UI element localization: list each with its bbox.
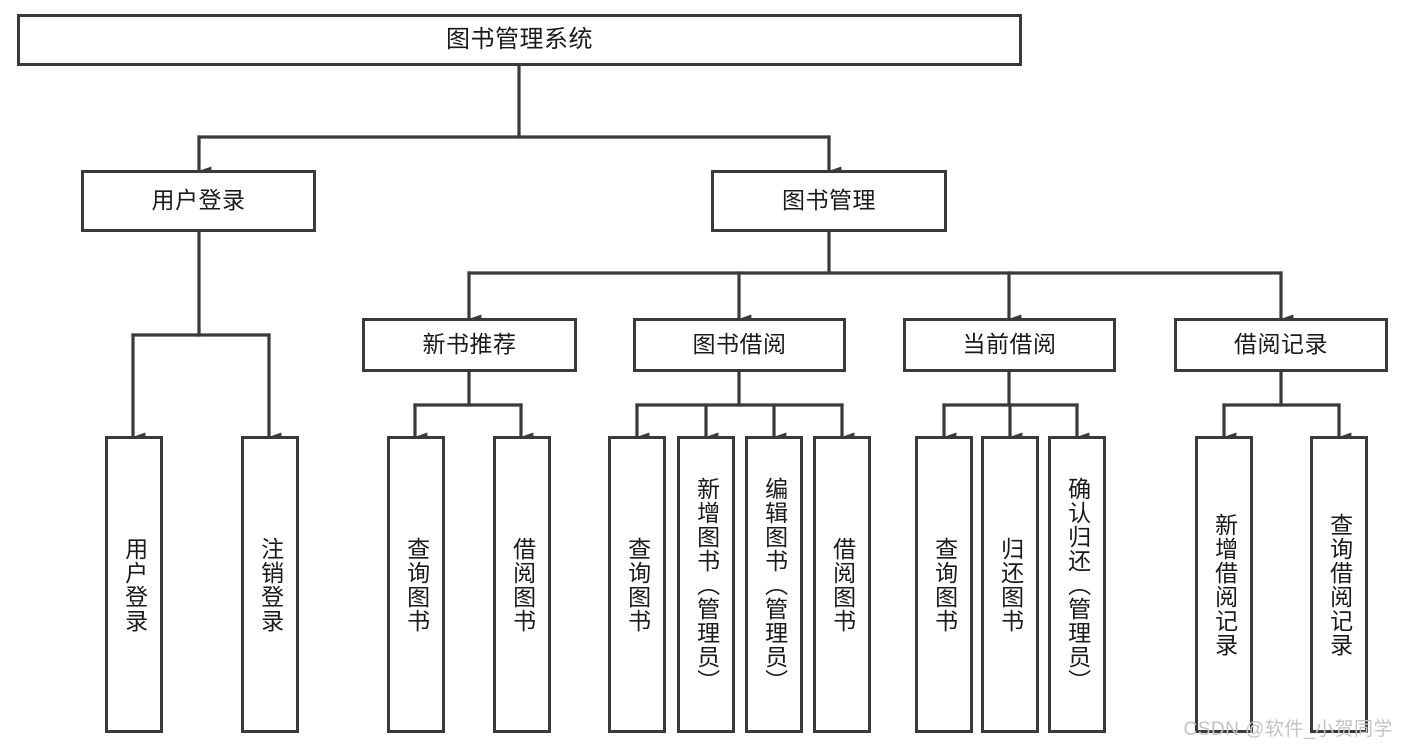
node-book-management-system[interactable]: 图书管理系统 bbox=[17, 14, 1022, 66]
node-query-book-recommend[interactable]: 查询图书 bbox=[387, 436, 445, 733]
node-label: 查询图书 bbox=[403, 536, 430, 633]
node-label: 编辑图书（管理员） bbox=[761, 476, 788, 693]
node-label: 用户登录 bbox=[151, 187, 246, 214]
node-label: 新书推荐 bbox=[422, 331, 517, 358]
node-label: 查询图书 bbox=[931, 536, 958, 633]
node-borrow-record[interactable]: 借阅记录 bbox=[1174, 318, 1388, 372]
csdn-watermark: CSDN @软件_小贺同学 bbox=[1183, 719, 1393, 740]
node-confirm-return-admin[interactable]: 确认归还（管理员） bbox=[1048, 436, 1106, 733]
node-query-book-current[interactable]: 查询图书 bbox=[915, 436, 973, 733]
node-add-borrow-record[interactable]: 新增借阅记录 bbox=[1195, 436, 1253, 733]
node-current-borrow[interactable]: 当前借阅 bbox=[903, 318, 1116, 372]
node-label: 确认归还（管理员） bbox=[1064, 476, 1091, 693]
node-label: 图书借阅 bbox=[692, 331, 787, 358]
node-label: 注销登录 bbox=[257, 536, 284, 633]
node-label: 用户登录 bbox=[121, 536, 148, 633]
node-label: 借阅图书 bbox=[829, 536, 856, 633]
node-label: 借阅记录 bbox=[1234, 331, 1328, 358]
node-label: 归还图书 bbox=[997, 536, 1024, 633]
node-user-login-action[interactable]: 用户登录 bbox=[105, 436, 163, 733]
node-label: 借阅图书 bbox=[509, 536, 536, 633]
node-edit-book-admin[interactable]: 编辑图书（管理员） bbox=[745, 436, 803, 733]
node-book-management[interactable]: 图书管理 bbox=[711, 170, 947, 232]
node-label: 新增借阅记录 bbox=[1211, 512, 1238, 657]
node-borrow-book-recommend[interactable]: 借阅图书 bbox=[493, 436, 551, 733]
node-logout-action[interactable]: 注销登录 bbox=[241, 436, 299, 733]
node-add-book-admin[interactable]: 新增图书（管理员） bbox=[677, 436, 735, 733]
node-query-borrow-record[interactable]: 查询借阅记录 bbox=[1310, 436, 1368, 733]
node-book-borrow[interactable]: 图书借阅 bbox=[633, 318, 846, 372]
node-label: 图书管理系统 bbox=[446, 25, 593, 53]
node-label: 新增图书（管理员） bbox=[693, 476, 720, 693]
node-borrow-book[interactable]: 借阅图书 bbox=[813, 436, 871, 733]
node-query-book-borrow[interactable]: 查询图书 bbox=[608, 436, 666, 733]
node-label: 当前借阅 bbox=[962, 331, 1057, 358]
node-return-book[interactable]: 归还图书 bbox=[981, 436, 1039, 733]
node-user-login[interactable]: 用户登录 bbox=[81, 170, 316, 232]
node-label: 查询借阅记录 bbox=[1326, 512, 1353, 657]
node-label: 查询图书 bbox=[624, 536, 651, 633]
node-label: 图书管理 bbox=[782, 187, 876, 214]
node-new-book-recommend[interactable]: 新书推荐 bbox=[362, 318, 577, 372]
